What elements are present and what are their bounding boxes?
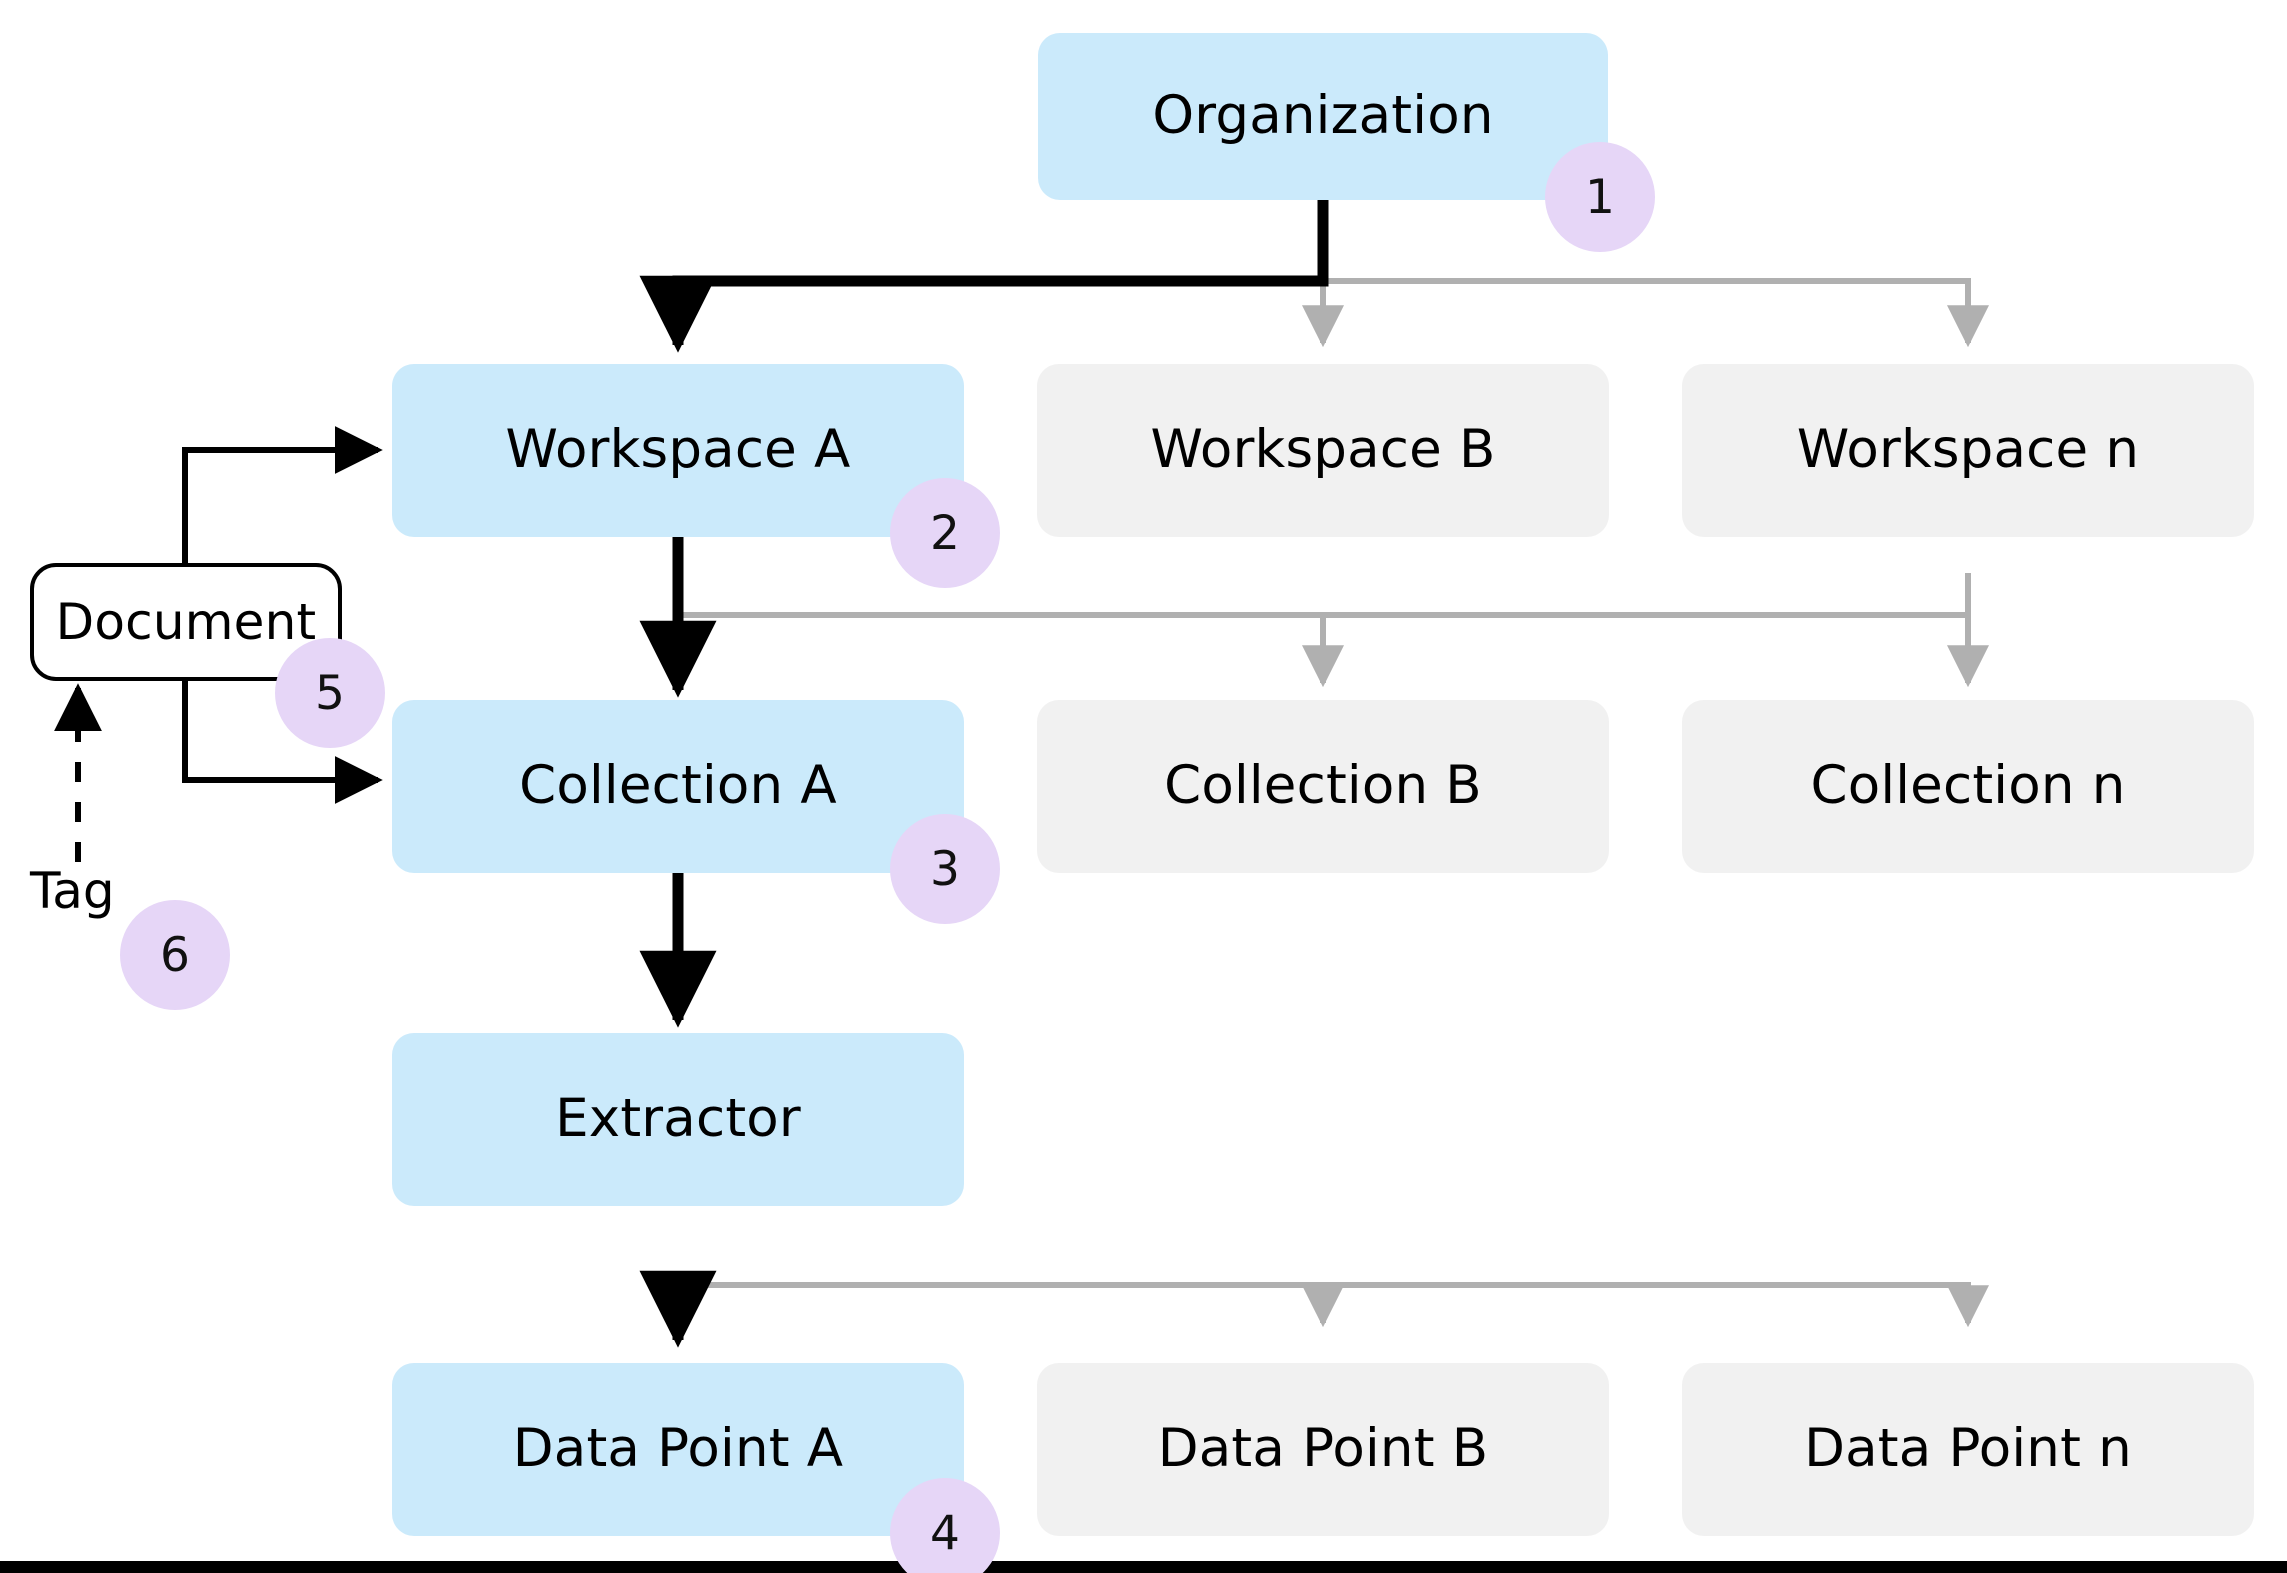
badge-1: 1 bbox=[1545, 142, 1655, 252]
badge-3-label: 3 bbox=[930, 841, 960, 897]
badge-5-label: 5 bbox=[315, 665, 345, 721]
edge-document-to-collection-a bbox=[182, 680, 383, 804]
node-workspace-a-label: Workspace A bbox=[505, 419, 851, 481]
node-data-point-a-label: Data Point A bbox=[512, 1418, 844, 1480]
node-workspace-n-label: Workspace n bbox=[1796, 419, 2140, 481]
node-data-point-b[interactable]: Data Point B bbox=[1037, 1363, 1609, 1536]
node-data-point-a[interactable]: Data Point A bbox=[392, 1363, 964, 1536]
node-document-label: Document bbox=[55, 592, 317, 651]
node-organization-label: Organization bbox=[1152, 85, 1494, 147]
badge-5: 5 bbox=[275, 638, 385, 748]
edge-org-to-workspace-a bbox=[639, 200, 1329, 353]
node-tag[interactable]: Tag bbox=[30, 862, 115, 920]
badge-6: 6 bbox=[120, 900, 230, 1010]
badge-4-label: 4 bbox=[930, 1505, 960, 1561]
badge-2-label: 2 bbox=[930, 505, 960, 561]
node-collection-n[interactable]: Collection n bbox=[1682, 700, 2254, 873]
node-data-point-n[interactable]: Data Point n bbox=[1682, 1363, 2254, 1536]
node-collection-b-label: Collection B bbox=[1164, 755, 1482, 817]
badge-2: 2 bbox=[890, 478, 1000, 588]
node-data-point-n-label: Data Point n bbox=[1804, 1418, 2132, 1480]
node-collection-a[interactable]: Collection A bbox=[392, 700, 964, 873]
node-tag-label: Tag bbox=[30, 862, 115, 920]
edge-workspace-to-collection-n bbox=[678, 573, 1971, 618]
edge-extractor-to-data-point-n bbox=[678, 1282, 1989, 1328]
badge-3: 3 bbox=[890, 814, 1000, 924]
node-extractor-label: Extractor bbox=[555, 1088, 801, 1150]
node-extractor[interactable]: Extractor bbox=[392, 1033, 964, 1206]
node-workspace-b-label: Workspace B bbox=[1150, 419, 1496, 481]
badge-4: 4 bbox=[890, 1478, 1000, 1573]
bottom-bar bbox=[0, 1561, 2287, 1573]
node-collection-a-label: Collection A bbox=[519, 755, 837, 817]
badge-1-label: 1 bbox=[1585, 169, 1615, 225]
node-document[interactable]: Document bbox=[30, 563, 342, 681]
node-workspace-a[interactable]: Workspace A bbox=[392, 364, 964, 537]
node-collection-b[interactable]: Collection B bbox=[1037, 700, 1609, 873]
node-data-point-b-label: Data Point B bbox=[1157, 1418, 1489, 1480]
badge-6-label: 6 bbox=[160, 927, 190, 983]
edge-document-to-workspace-a bbox=[182, 426, 383, 563]
node-organization[interactable]: Organization bbox=[1038, 33, 1608, 200]
node-workspace-n[interactable]: Workspace n bbox=[1682, 364, 2254, 537]
node-collection-n-label: Collection n bbox=[1810, 755, 2126, 817]
node-workspace-b[interactable]: Workspace B bbox=[1037, 364, 1609, 537]
